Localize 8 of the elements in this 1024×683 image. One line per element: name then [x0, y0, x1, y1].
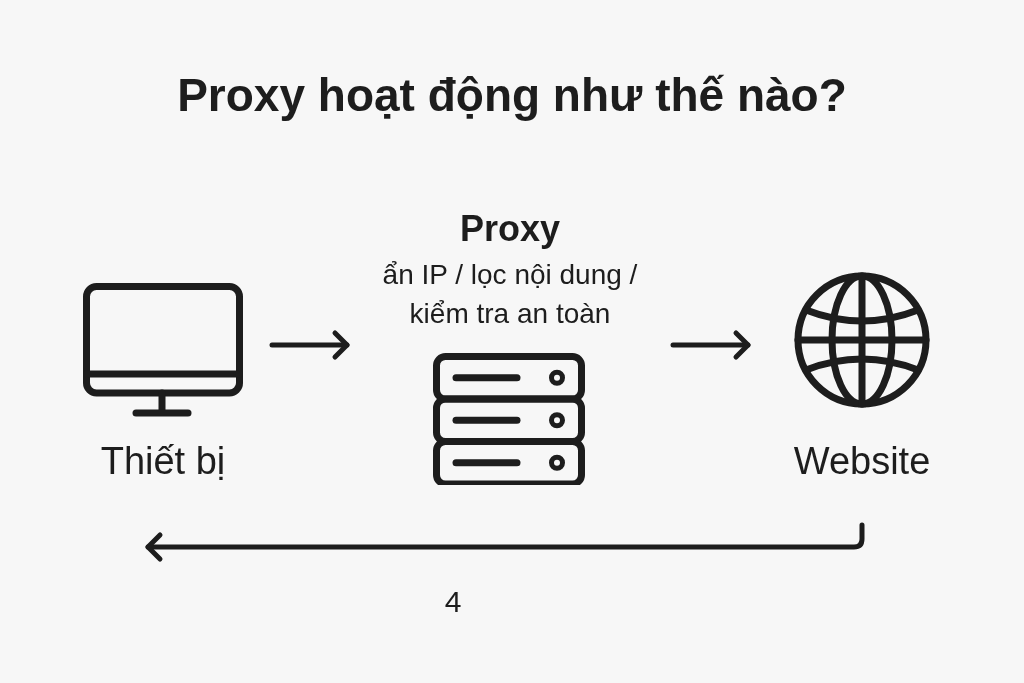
- number-label: 4: [443, 584, 463, 620]
- node-heading: Proxy: [458, 207, 562, 250]
- arrow: [670, 330, 751, 360]
- node-label: Website: [792, 439, 932, 484]
- node-description: ẩn IP / lọc nội dung / kiểm tra an toàn: [381, 258, 639, 331]
- diagram-title: Proxy hoạt động như thế nào?: [176, 68, 848, 122]
- arrow: [269, 330, 350, 360]
- node-label: Thiết bị: [99, 439, 227, 484]
